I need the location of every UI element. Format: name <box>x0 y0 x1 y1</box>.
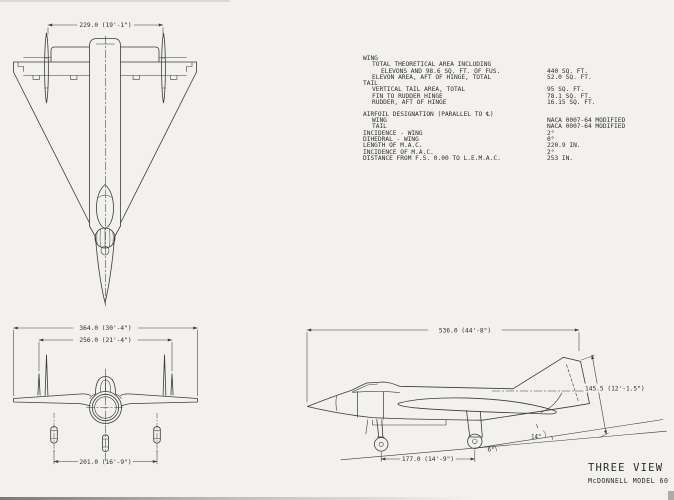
label-static-ground-angle: 6° <box>488 448 495 454</box>
spec-label: AIRFOIL DESIGNATION (PARALLEL TO ℄) <box>363 110 494 118</box>
nose-gear-side <box>376 419 385 438</box>
spec-value: 95 SQ. FT. <box>547 86 585 94</box>
spec-row: FIN TO RUDDER HINGE 78.1 SQ. FT. <box>363 92 592 100</box>
dim-wheelbase: 177.0 (14'-9") <box>402 456 454 463</box>
dim-overall-length: 536.0 (44'-8") <box>439 327 491 334</box>
spec-row: AIRFOIL DESIGNATION (PARALLEL TO ℄) <box>363 110 501 118</box>
spec-label: WING <box>363 55 378 62</box>
top-view <box>13 23 197 307</box>
spec-label: TAIL <box>363 80 378 88</box>
spec-value: 220.9 IN. <box>547 142 581 150</box>
spec-value: 0° <box>547 136 555 144</box>
spec-label: DISTANCE FROM F.S. 0.00 TO L.E.M.A.C. <box>363 154 501 162</box>
spec-label: DIHEDRAL - WING <box>363 136 419 144</box>
drawing-title: THREE VIEW <box>588 462 664 474</box>
dim-top-span: 229.0 (19'-1") <box>79 22 131 29</box>
spec-value: 52.0 SQ. FT. <box>547 73 592 81</box>
fuselage-side <box>307 381 514 407</box>
main-wheel-front-left <box>50 426 58 444</box>
scan-edge-top <box>0 0 230 2</box>
wing-leading-edge <box>13 71 197 224</box>
vertical-tail-side <box>512 356 590 407</box>
canopy-plan <box>96 183 114 229</box>
fin-plan-right <box>161 32 166 104</box>
wing-side <box>397 397 557 415</box>
spec-value: NACA 0007-64 MODIFIED <box>547 123 626 131</box>
dim-overall-span: 364.0 (30'-4") <box>79 325 131 332</box>
spec-label: TOTAL THEORETICAL AREA INCLUDING <box>372 61 492 69</box>
scan-edge-bottom <box>0 497 470 500</box>
spec-value: NACA 0007-64 MODIFIED <box>547 117 626 125</box>
spec-label: INCIDENCE - WING <box>363 129 423 137</box>
drawing-subtitle: McDONNELL MODEL 60 <box>588 476 669 485</box>
spec-row: WING <box>363 55 501 62</box>
spec-label: VERTICAL TAIL AREA, TOTAL <box>372 86 466 94</box>
spec-row: TOTAL THEORETICAL AREA INCLUDING <box>363 62 501 68</box>
spec-row: VERTICAL TAIL AREA, TOTAL 95 SQ. FT. <box>363 86 584 94</box>
fin-plan-left <box>44 32 49 104</box>
dim-fin-span: 256.0 (21'-4") <box>79 337 131 344</box>
fuselage-plan <box>89 38 121 227</box>
spec-value: 440 SQ. FT. <box>547 67 588 75</box>
spec-label: TAIL <box>372 123 387 131</box>
spec-row: TAIL <box>363 81 501 87</box>
fin-front-right <box>162 354 167 396</box>
spec-label: ELEVONS AND 98.6 SQ. FT. OF FUS. <box>381 67 501 75</box>
spec-label: WING <box>372 117 387 125</box>
spec-label: LENGTH OF M.A.C. <box>363 142 423 150</box>
front-view <box>13 326 198 465</box>
main-wheel-front-right <box>153 426 161 444</box>
spec-row: RUDDER, AFT OF HINGE 16.15 SQ. FT. <box>363 99 595 107</box>
spec-row: TAIL NACA 0007-64 MODIFIED <box>363 123 625 131</box>
spec-table: WING TOTAL THEORETICAL AREA INCLUDING EL… <box>363 55 625 162</box>
dim-gear-track: 201.0 (16'-9") <box>79 459 131 466</box>
spec-row: DIHEDRAL - WING 0° <box>363 136 554 144</box>
spec-row: ELEVON AREA, AFT OF HINGE, TOTAL 52.0 SQ.… <box>363 73 592 81</box>
ground-line <box>340 430 667 461</box>
spec-row: INCIDENCE OF M.A.C. 2° <box>363 148 554 156</box>
nose-plan <box>95 236 115 305</box>
spec-label: ELEVON AREA, AFT OF HINGE, TOTAL <box>372 73 492 81</box>
spec-value: 2° <box>547 148 555 156</box>
spec-value: 78.1 SQ. FT. <box>547 92 592 100</box>
fin-front-left <box>44 354 49 396</box>
nose-wheel-front <box>102 434 110 452</box>
side-view <box>306 328 667 462</box>
label-tipback-angle: 14° <box>531 435 541 441</box>
spec-label: FIN TO RUDDER HINGE <box>372 92 443 100</box>
spec-row: DISTANCE FROM F.S. 0.00 TO L.E.M.A.C. 253… <box>363 154 573 162</box>
spec-row: WING NACA 0007-64 MODIFIED <box>363 117 625 125</box>
spec-value: 16.15 SQ. FT. <box>547 99 596 107</box>
dim-tail-height: 145.5 (12'-1.5") <box>585 385 645 392</box>
spec-label: RUDDER, AFT OF HINGE <box>372 99 447 107</box>
scan-edge-corner <box>668 491 674 500</box>
spec-row: ELEVONS AND 98.6 SQ. FT. OF FUS. 440 SQ. … <box>363 67 588 75</box>
spec-value: 2° <box>547 129 555 137</box>
main-gear-side <box>466 410 483 438</box>
spec-value: 253 IN. <box>547 154 574 162</box>
spec-row: INCIDENCE - WING 2° <box>363 129 554 137</box>
spec-row: LENGTH OF M.A.C. 220.9 IN. <box>363 142 581 150</box>
spec-label: INCIDENCE OF M.A.C. <box>363 148 434 156</box>
title-block: THREE VIEW McDONNELL MODEL 60 <box>588 462 668 485</box>
wing-front <box>13 393 198 407</box>
